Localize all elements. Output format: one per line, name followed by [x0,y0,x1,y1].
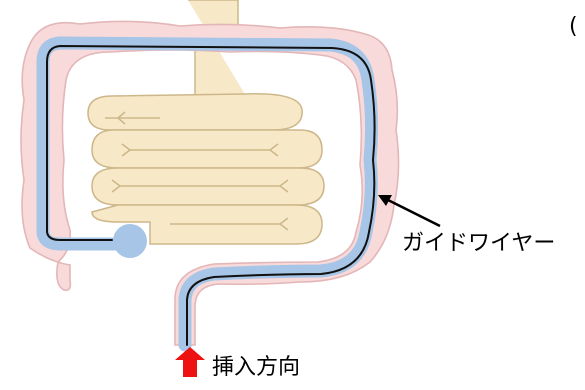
small-intestine [88,94,324,244]
corner-parenthesis: ( [569,14,578,39]
scope-tip [113,224,147,258]
upper-intestine-tube [188,0,246,106]
insertion-direction-label: 挿入方向 [212,349,300,381]
guidewire-label: ガイドワイヤー [402,225,555,257]
insertion-arrow [175,347,205,377]
